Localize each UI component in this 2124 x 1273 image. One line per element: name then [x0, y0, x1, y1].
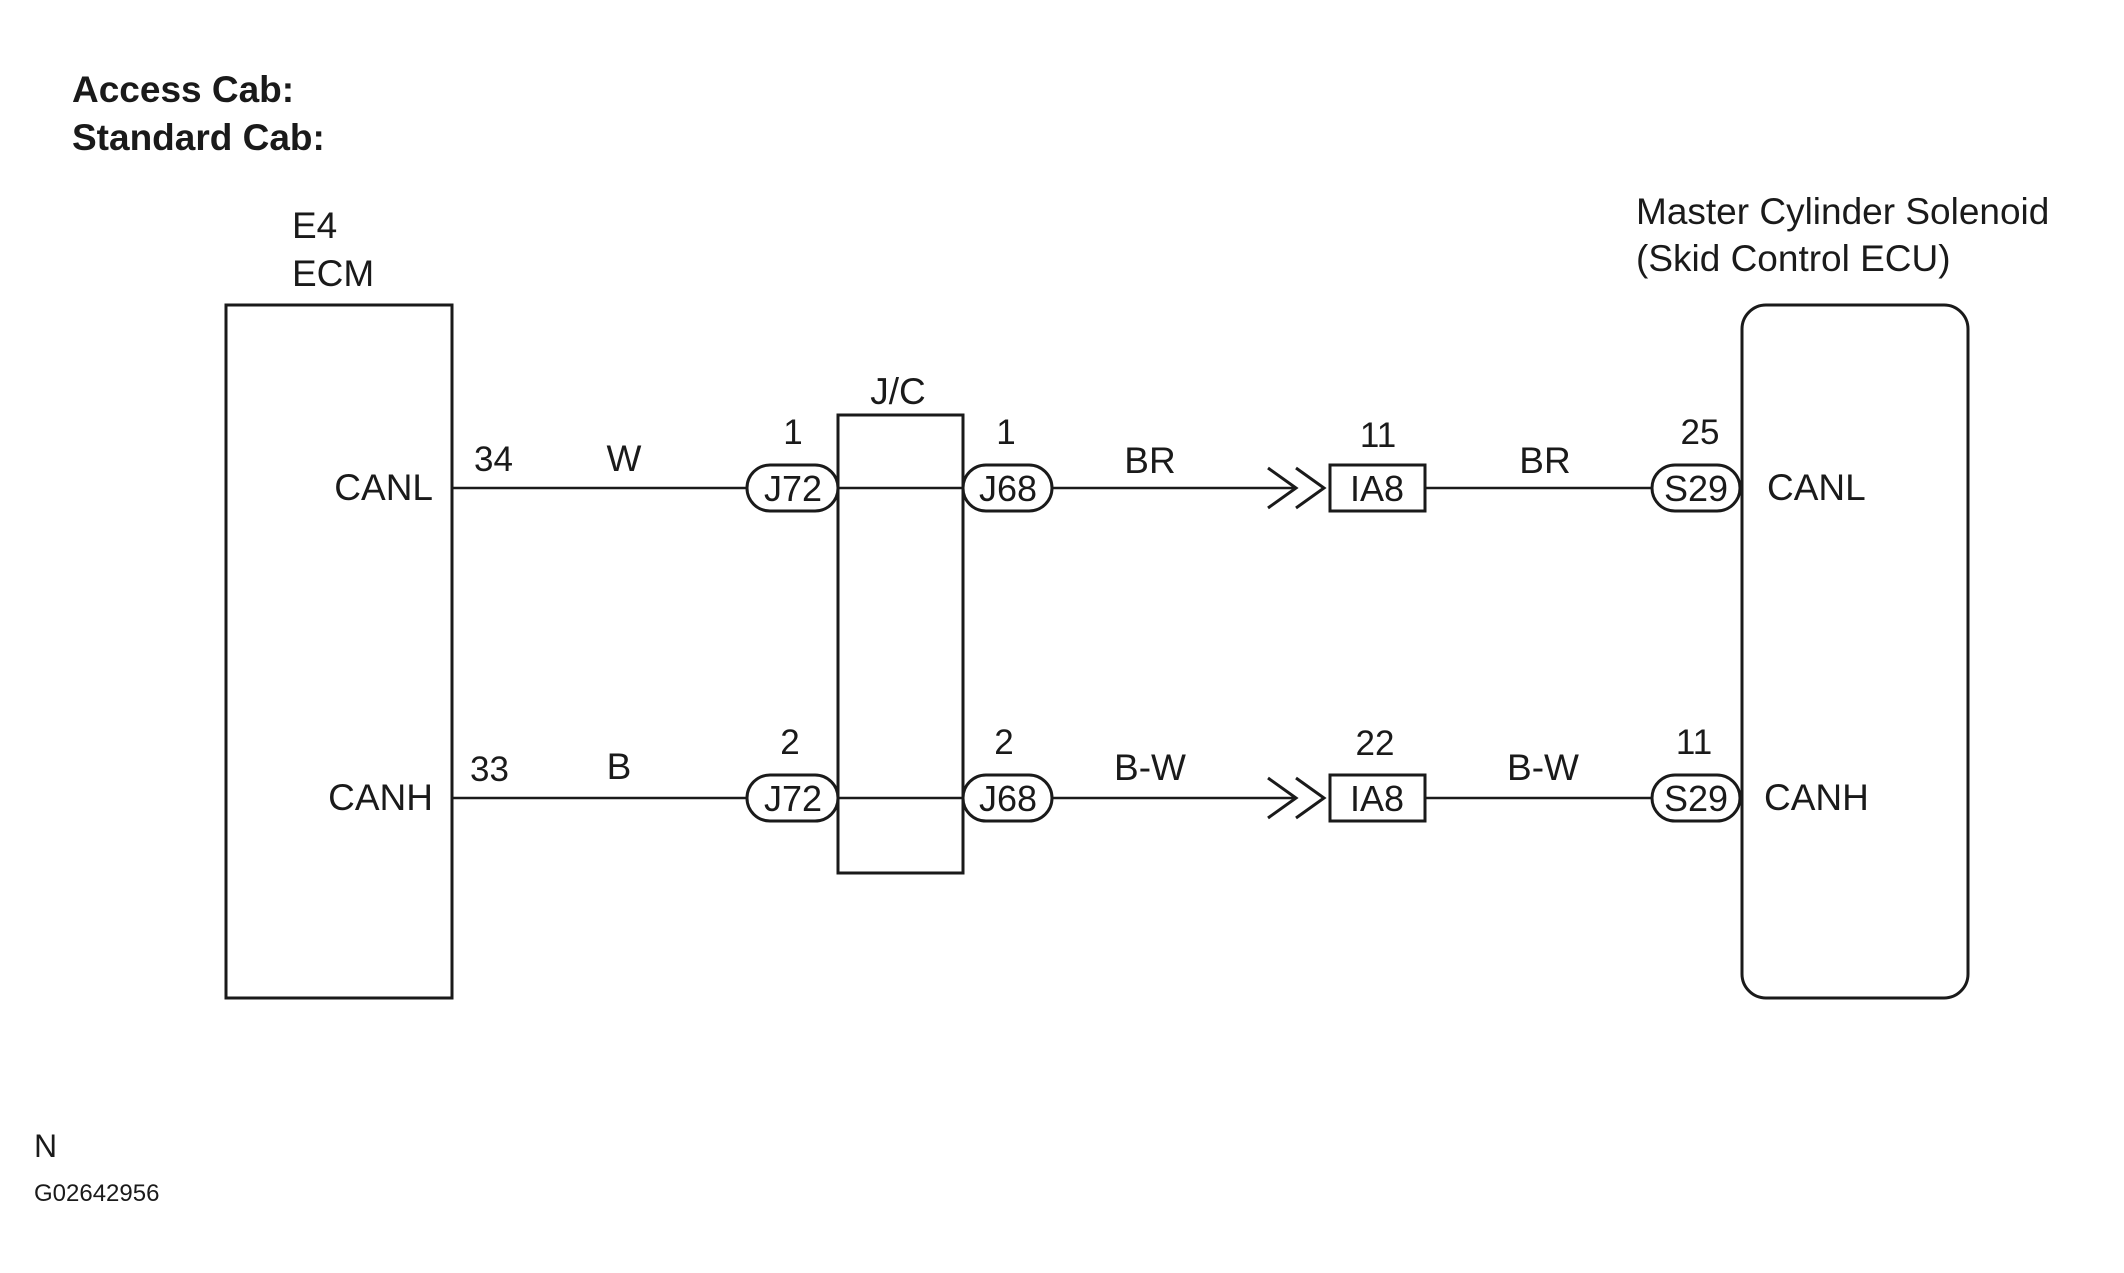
ecm-code: E4 — [292, 205, 337, 246]
connector-s29-canl — [1650, 463, 1742, 513]
ecm-name: ECM — [292, 253, 374, 294]
connector-s29-canh-label: S29 — [1664, 778, 1728, 819]
wire-canl-color-2: BR — [1124, 440, 1175, 481]
ecu-name-line1: Master Cylinder Solenoid — [1636, 191, 2049, 232]
connector-ia8-canl-pin: 11 — [1360, 416, 1396, 455]
connector-j72-canl — [745, 463, 840, 513]
wire-canl: 34 W J72 1 J68 1 BR IA8 11 BR S29 25 — [452, 413, 1742, 513]
connector-ia8-canh-pin: 22 — [1356, 724, 1395, 763]
ecu-name-line2: (Skid Control ECU) — [1636, 238, 1951, 279]
wire-canl-color-3: BR — [1519, 440, 1570, 481]
diagram-header: Access Cab: Standard Cab: — [72, 66, 325, 162]
wire-canl-color-1: W — [607, 438, 642, 479]
connector-s29-canh — [1650, 773, 1742, 823]
connector-j68-canh-label: J68 — [979, 778, 1037, 819]
connector-ia8-canl — [1328, 463, 1427, 513]
connector-j68-canl — [961, 463, 1054, 513]
connector-j68-canl-label: J68 — [979, 468, 1037, 509]
header-standard-cab: Standard Cab: — [72, 117, 325, 158]
junction-connector-box — [836, 413, 965, 875]
connector-ia8-canh — [1328, 773, 1427, 823]
connector-j72-canh-label: J72 — [764, 778, 822, 819]
connector-j72-canh-pin: 2 — [780, 723, 799, 762]
wire-canh-color-1: B — [607, 746, 632, 787]
ecm-pin-canl-label: CANL — [334, 467, 433, 508]
inline-connector-arrow-canh — [1267, 776, 1327, 820]
connector-s29-canh-pin: 11 — [1676, 723, 1712, 762]
connector-ia8-canl-label: IA8 — [1350, 468, 1404, 509]
ecu-pin-canh-label: CANH — [1764, 777, 1869, 818]
wire-canl-ecm-pin: 34 — [474, 440, 513, 479]
wire-canh-ecm-pin: 33 — [470, 750, 509, 789]
inline-connector-arrow-canl — [1267, 466, 1327, 510]
ecu-box — [1740, 303, 1970, 1000]
figure-id: G02642956 — [34, 1180, 160, 1207]
connector-s29-canl-label: S29 — [1664, 468, 1728, 509]
connector-s29-canl-pin: 25 — [1681, 413, 1720, 452]
footer-n: N — [34, 1128, 58, 1164]
ecm-box — [224, 303, 454, 1000]
connector-j68-canh — [961, 773, 1054, 823]
connector-j68-canl-pin: 1 — [996, 413, 1015, 452]
wire-canh-color-3: B-W — [1507, 747, 1579, 788]
wire-canh-color-2: B-W — [1114, 747, 1186, 788]
connector-j72-canl-pin: 1 — [783, 413, 802, 452]
connector-j72-canl-label: J72 — [764, 468, 822, 509]
wire-canh: 33 B J72 2 J68 2 B-W IA8 22 B-W S29 11 — [452, 723, 1742, 823]
ecm-pin-canh-label: CANH — [328, 777, 433, 818]
connector-j68-canh-pin: 2 — [994, 723, 1013, 762]
junction-connector-label: J/C — [870, 371, 926, 412]
connector-j72-canh — [745, 773, 840, 823]
ecu-pin-canl-label: CANL — [1767, 467, 1866, 508]
connector-ia8-canh-label: IA8 — [1350, 778, 1404, 819]
header-access-cab: Access Cab: — [72, 69, 295, 110]
